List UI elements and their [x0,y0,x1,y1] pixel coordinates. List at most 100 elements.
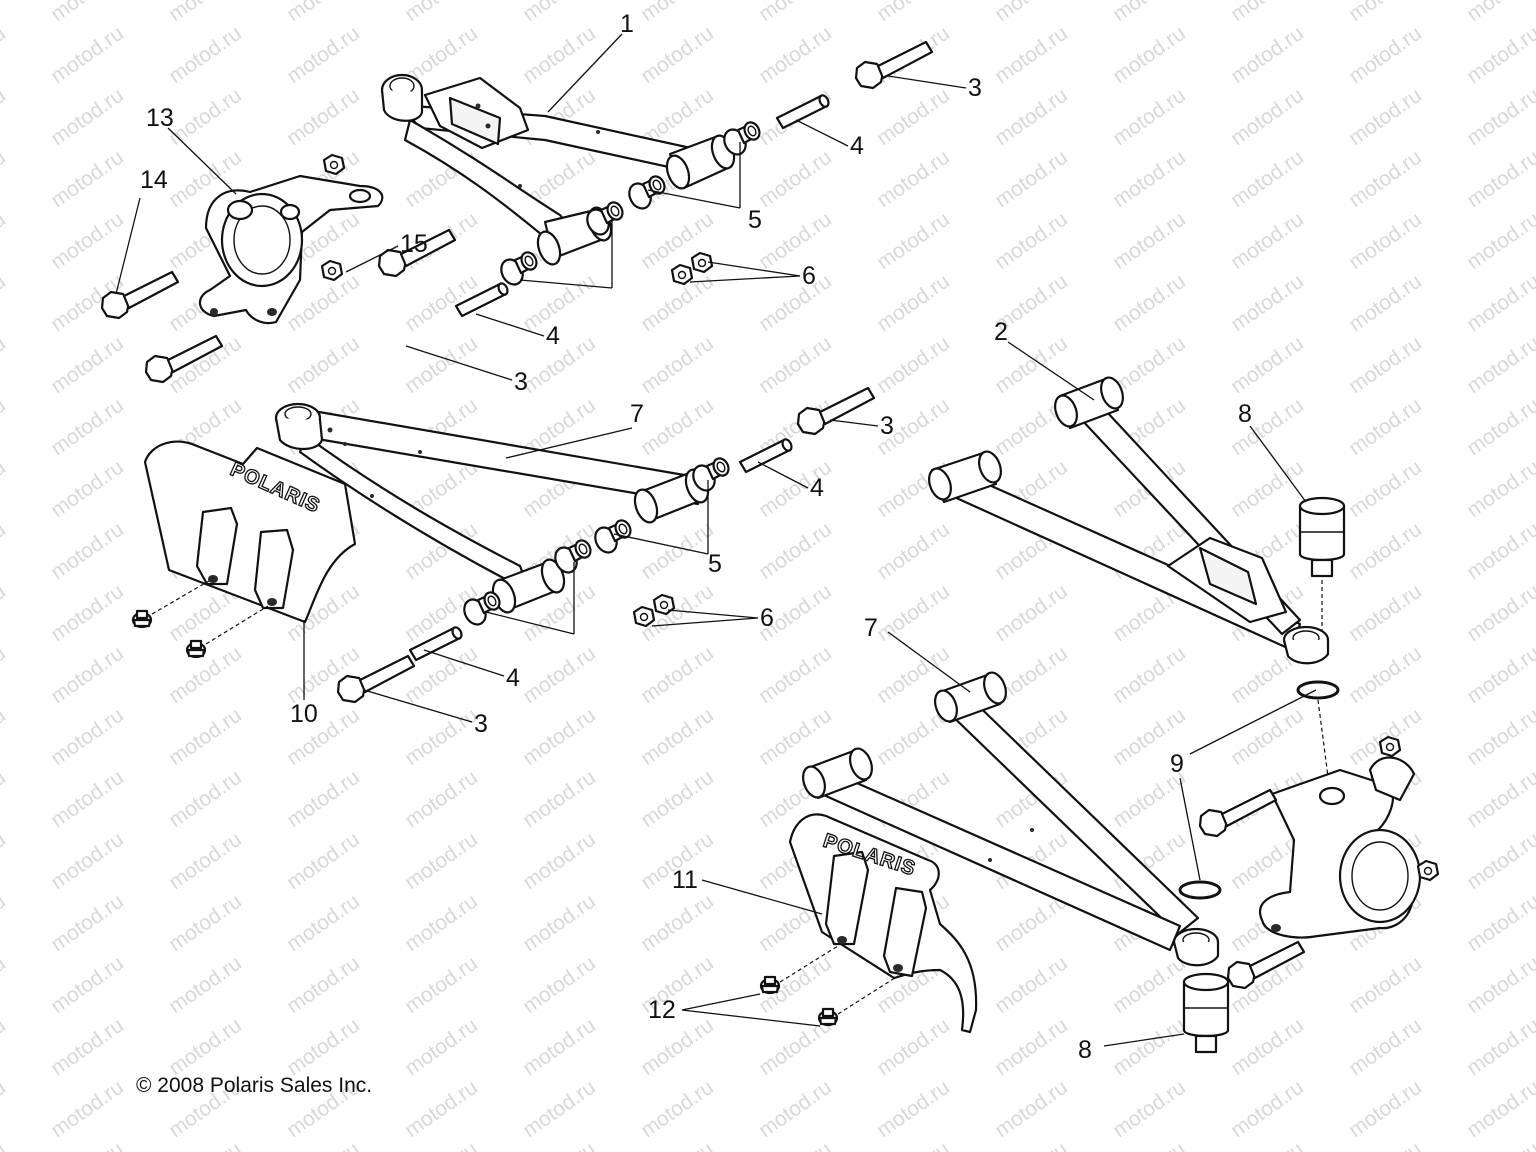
nut-6-mid-b [652,593,676,616]
watermark-text: motod.ru [755,332,836,398]
watermark-text: motod.ru [1345,394,1426,460]
watermark-text: motod.ru [1345,518,1426,584]
watermark-text: motod.ru [47,208,128,274]
watermark-text: motod.ru [991,22,1072,88]
watermark-text: motod.ru [1345,146,1426,212]
watermark-text: motod.ru [47,22,128,88]
watermark-text: motod.ru [637,890,718,956]
callout-5-b: 5 [708,550,722,578]
watermark-text: motod.ru [47,456,128,522]
watermark-text: motod.ru [0,0,10,26]
watermark-text: motod.ru [519,766,600,832]
watermark-text: motod.ru [755,208,836,274]
watermark-text: motod.ru [47,952,128,1018]
watermark-text: motod.ru [0,456,10,522]
watermark-text: motod.ru [1345,270,1426,336]
watermark-text: motod.ru [0,1014,10,1080]
watermark-text: motod.ru [1463,146,1536,212]
callout-3-a: 3 [968,74,982,102]
watermark-text: motod.ru [519,828,600,894]
callout-13: 13 [146,104,174,132]
watermark-text: motod.ru [1227,84,1308,150]
watermark-text: motod.ru [519,0,600,26]
watermark-text: motod.ru [991,580,1072,646]
callout-4-c: 4 [810,474,824,502]
watermark-text: motod.ru [755,146,836,212]
watermark-text: motod.ru [1345,84,1426,150]
bolt-3-mid-right [796,386,876,436]
watermark-text: motod.ru [1109,952,1190,1018]
watermark-text: motod.ru [1345,0,1426,26]
watermark-text: motod.ru [47,704,128,770]
callout-14: 14 [140,166,168,194]
watermark-text: motod.ru [47,0,128,26]
callout-5-a: 5 [748,206,762,234]
watermark-text: motod.ru [283,890,364,956]
watermark-text: motod.ru [401,766,482,832]
callout-8-b: 8 [1078,1036,1092,1064]
watermark-text: motod.ru [1227,0,1308,26]
watermark-text: motod.ru [47,766,128,832]
watermark-text: motod.ru [283,84,364,150]
watermark-text: motod.ru [1463,766,1536,832]
watermark-text: motod.ru [47,146,128,212]
watermark-text: motod.ru [873,1076,954,1142]
callout-12: 12 [648,996,676,1024]
callout-3-d: 3 [474,710,488,738]
watermark-text: motod.ru [1463,332,1536,398]
watermark-text: motod.ru [991,1076,1072,1142]
watermark-text: motod.ru [0,828,10,894]
watermark-text: motod.ru [1109,208,1190,274]
watermark-text: motod.ru [401,828,482,894]
watermark-text: motod.ru [755,1076,836,1142]
watermark-text: motod.ru [1227,22,1308,88]
watermark-text: motod.ru [1463,704,1536,770]
watermark-text: motod.ru [47,332,128,398]
callout-4-d: 4 [506,664,520,692]
watermark-text: motod.ru [991,952,1072,1018]
watermark-text: motod.ru [755,270,836,336]
watermark-text: motod.ru [165,828,246,894]
nut-15-a [322,153,346,176]
watermark-text: motod.ru [165,84,246,150]
upper-a-arm-2 [928,376,1330,665]
watermark-text: motod.ru [283,332,364,398]
nut-6-upper-a [670,263,694,286]
watermark-text: motod.ru [1227,1014,1308,1080]
flange-bolt-left-b [185,639,207,659]
watermark-text: motod.ru [873,270,954,336]
watermark-text: motod.ru [519,22,600,88]
callout-10: 10 [290,700,318,728]
watermark-text: motod.ru [1463,828,1536,894]
watermark-text: motod.ru [755,518,836,584]
watermark-text: motod.ru [1345,952,1426,1018]
watermark-text: motod.ru [1227,332,1308,398]
ball-joint-8-upper [1298,496,1346,578]
spindle-13 [198,174,384,325]
watermark-text: motod.ru [755,704,836,770]
watermark-text: motod.ru [401,704,482,770]
watermark-text: motod.ru [0,22,10,88]
watermark-text: motod.ru [1345,456,1426,522]
watermark-text: motod.ru [401,890,482,956]
nut-spindle-right-a [1378,735,1402,758]
watermark-text: motod.ru [0,766,10,832]
watermark-text: motod.ru [1227,270,1308,336]
circlip-9-lower [1178,880,1222,900]
watermark-text: motod.ru [1227,146,1308,212]
callout-6-a: 6 [802,262,816,290]
watermark-text: motod.ru [873,580,954,646]
watermark-text: motod.ru [637,766,718,832]
watermark-text: motod.ru [1109,146,1190,212]
watermark-text: motod.ru [0,84,10,150]
watermark-text: motod.ru [0,890,10,956]
flange-bolt-12-b [817,1007,839,1027]
copyright-notice: © 2008 Polaris Sales Inc. [136,1074,372,1097]
callout-6-b: 6 [760,604,774,632]
watermark-text: motod.ru [1345,22,1426,88]
callout-1: 1 [620,10,634,38]
watermark-text: motod.ru [1109,0,1190,26]
watermark-text: motod.ru [1109,642,1190,708]
watermark-text: motod.ru [1463,456,1536,522]
flange-bolt-left-a [131,609,153,629]
